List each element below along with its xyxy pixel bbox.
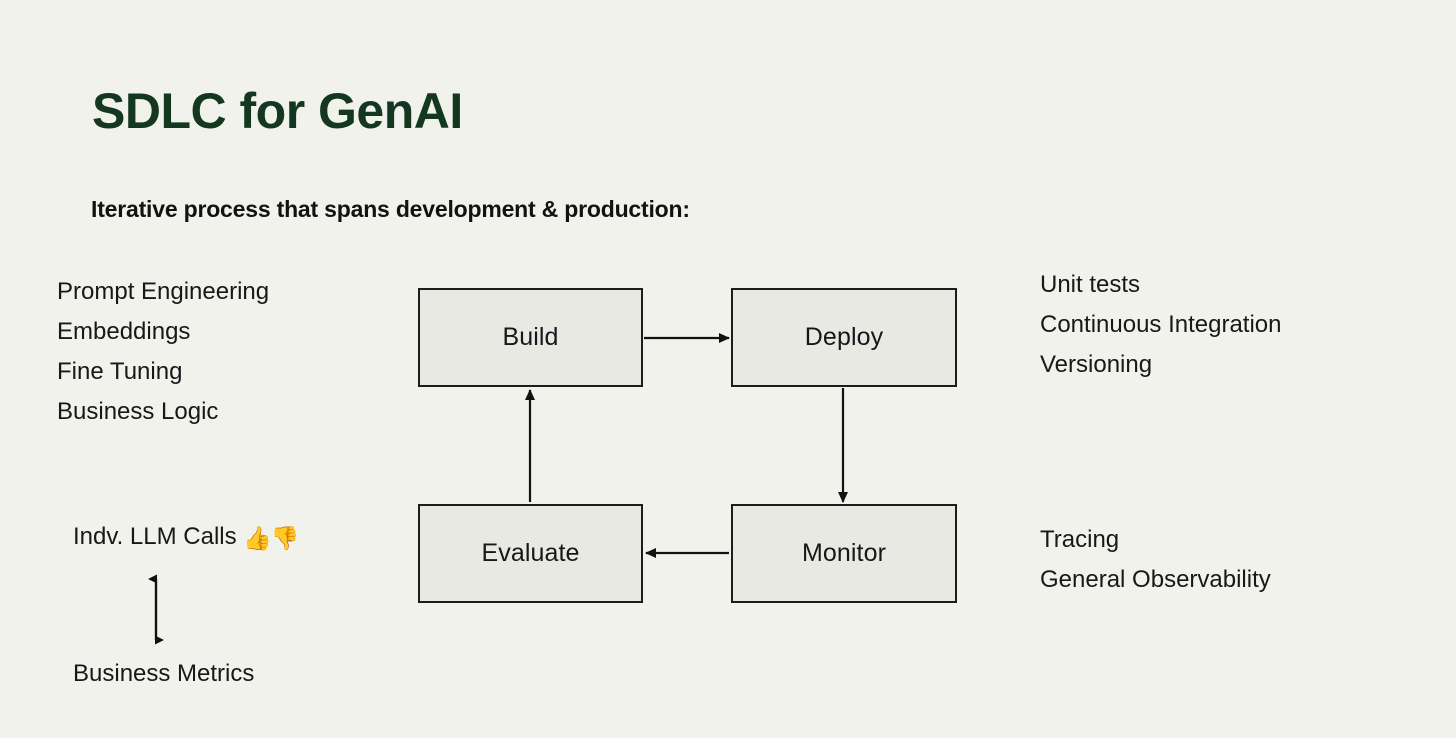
business-metrics-label: Business Metrics: [73, 660, 255, 687]
slide-subtitle: Iterative process that spans development…: [91, 196, 690, 222]
list-item: Embeddings: [57, 318, 191, 345]
list-item: General Observability: [1040, 566, 1271, 593]
indv-llm-calls-text: Indv. LLM Calls: [73, 523, 237, 550]
diagram-node-build[interactable]: Build: [418, 288, 643, 387]
diagram-node-deploy[interactable]: Deploy: [731, 288, 957, 387]
diagram-node-monitor[interactable]: Monitor: [731, 504, 957, 603]
dev-inputs-list: Prompt Engineering Embeddings Fine Tunin…: [57, 272, 269, 432]
list-item: Continuous Integration: [1040, 311, 1282, 338]
ops-practices-list: Unit tests Continuous Integration Versio…: [1040, 265, 1282, 385]
page-title: SDLC for GenAI: [92, 83, 463, 139]
list-item: Prompt Engineering: [57, 278, 270, 305]
diagram-node-evaluate[interactable]: Evaluate: [418, 504, 643, 603]
double-headed-vertical-arrow-icon: [148, 574, 164, 645]
list-item: Unit tests: [1040, 271, 1141, 298]
thumbs-up-down-icon: 👍👎: [243, 525, 299, 551]
list-item: Versioning: [1040, 351, 1153, 378]
list-item: Business Logic: [57, 398, 219, 425]
observability-list: Tracing General Observability: [1040, 520, 1271, 600]
list-item: Tracing: [1040, 526, 1120, 553]
indv-llm-calls-label: Indv. LLM Calls 👍👎: [73, 520, 300, 555]
list-item: Fine Tuning: [57, 358, 183, 385]
